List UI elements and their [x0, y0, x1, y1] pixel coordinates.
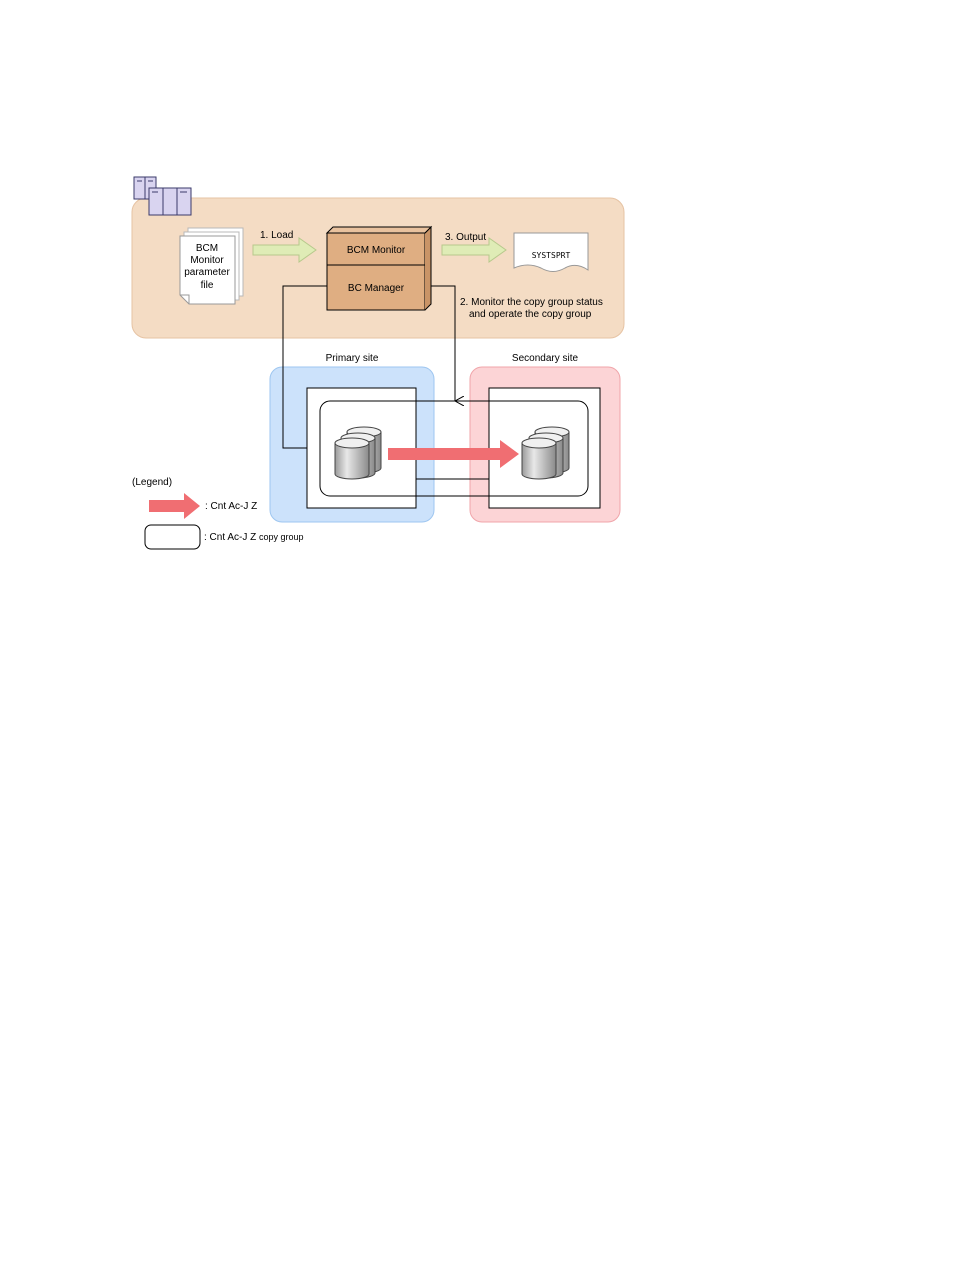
- legend-group-label-suffix: copy group: [259, 532, 304, 542]
- param-file-label-line4: file: [201, 280, 214, 291]
- legend-arrow-label: : Cnt Ac-J Z: [205, 501, 257, 512]
- param-file-label-line3: parameter: [184, 267, 230, 278]
- legend-arrow-icon: [149, 493, 200, 519]
- load-label: 1. Load: [260, 230, 293, 241]
- legend-group-label: : Cnt Ac-J Z copy group: [204, 532, 304, 543]
- param-file-label-line2: Monitor: [190, 255, 224, 266]
- bcm-box-3d-edge: [425, 227, 431, 310]
- param-file-label-line1: BCM: [196, 243, 218, 254]
- monitor-step-label-line2: and operate the copy group: [469, 309, 592, 320]
- primary-site-label: Primary site: [326, 353, 379, 364]
- bc-manager-label: BC Manager: [348, 283, 405, 294]
- legend-group-icon: [145, 525, 200, 549]
- bcm-monitor-label: BCM Monitor: [347, 245, 406, 256]
- printout-label: SYSTSPRT: [532, 251, 571, 260]
- output-label: 3. Output: [445, 232, 486, 243]
- document-stack-icon: [180, 228, 243, 304]
- secondary-site-label: Secondary site: [512, 353, 579, 364]
- legend-title: (Legend): [132, 477, 172, 488]
- monitor-step-label-line1: 2. Monitor the copy group status: [460, 297, 603, 308]
- legend-group-label-prefix: : Cnt Ac-J Z: [204, 532, 256, 543]
